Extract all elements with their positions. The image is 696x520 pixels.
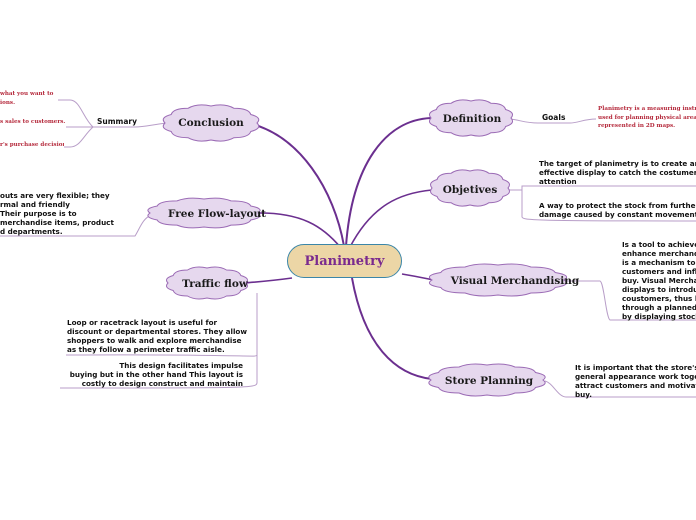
definition-bubble [429,99,513,137]
node-definition[interactable]: Definition [442,113,502,125]
summary-label[interactable]: Summary [97,117,138,126]
subline-store [544,380,696,398]
objetives-bubble [430,169,510,207]
subline-summary-3 [64,126,94,148]
summary-item-3: r's purchase decision [0,142,64,148]
subline-goals [509,118,570,124]
subline-visual [566,280,696,321]
branch-store-planning [351,277,433,380]
branch-objetives [349,189,433,248]
traffic-flow-text-1: Loop or racetrack layout is useful for d… [67,318,247,354]
node-conclusion[interactable]: Conclusion [178,117,244,129]
store-planning-text: It is important that the store's general… [575,363,696,399]
subline-traffic-2 [59,355,258,389]
subline-objetives [508,185,696,191]
branch-free-flow [259,212,342,249]
conclusion-bubble [162,104,260,142]
traffic-flow-text-2: This design facilitates impulse buying b… [69,361,243,388]
objetives-text-1: The target of planimetry is to create an… [539,159,696,186]
visual-merchandising-text: Is a tool to achieve enhance merchand is… [622,240,696,321]
summary-item-1: what you want to ions. [0,91,54,106]
node-free-flow[interactable]: Free Flow-layout [167,208,267,220]
goals-label[interactable]: Goals [542,113,566,122]
subline-summary-1 [58,99,94,128]
central-topic[interactable]: Planimetry [287,244,402,278]
node-visual-merchandising[interactable]: Visual Merchandising [450,275,580,287]
subline-objetives-2 [521,190,696,222]
subline-summary [93,122,167,128]
visual-merchandising-bubble [428,263,568,297]
node-objetives[interactable]: Objetives [442,184,498,196]
branch-traffic-flow [243,277,293,284]
definition-text: Planimetry is a measuring instru used fo… [598,106,696,129]
objetives-text-2: A way to protect the stock from further … [539,201,696,219]
subline-goals-def [569,118,597,124]
node-traffic-flow[interactable]: Traffic flow [182,278,248,290]
node-store-planning[interactable]: Store Planning [444,375,534,387]
free-flow-text: outs are very flexible; they rmal and fr… [0,191,114,236]
branch-definition [345,117,432,247]
store-planning-bubble [428,363,546,397]
branch-conclusion [247,122,345,247]
free-flow-bubble [147,197,261,229]
traffic-flow-bubble [166,266,248,300]
summary-item-2: s sales to customers. [0,119,66,125]
